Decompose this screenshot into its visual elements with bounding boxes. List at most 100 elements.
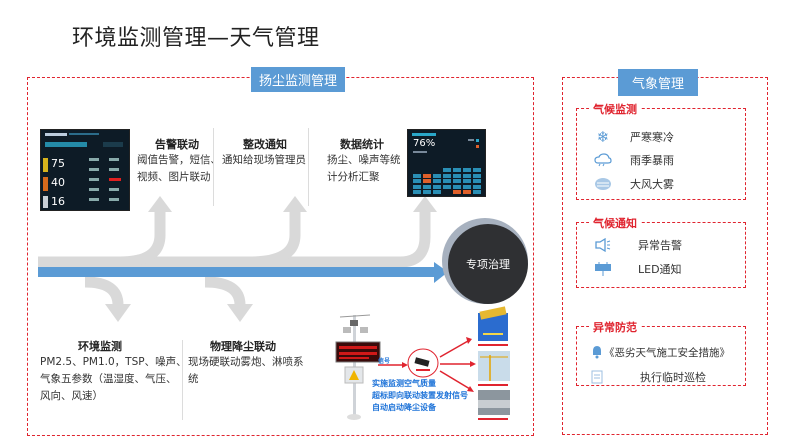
stats-grid-cell	[453, 168, 461, 172]
stats-grid-cell	[453, 179, 461, 183]
stats-grid-cell	[423, 184, 431, 189]
checklist-icon	[590, 368, 604, 386]
monitor-value-noise: 16	[51, 195, 65, 208]
led-board-icon	[592, 260, 614, 278]
stats-grid-cell	[473, 184, 481, 189]
arrow-up-stats	[413, 196, 437, 212]
weather-management-tab: 气象管理	[618, 69, 699, 96]
feature-env-monitor-desc-line: 风向、风速）	[40, 390, 103, 402]
safety-measures-link[interactable]: 《恶劣天气施工安全措施》	[604, 346, 730, 359]
stats-grid-cell	[413, 179, 421, 183]
stats-grid-cell	[463, 179, 471, 183]
stats-grid	[413, 168, 483, 196]
device-caption-3: 自动启动降尘设备	[372, 403, 436, 412]
feature-alarm-desc-line: 视频、图片联动	[137, 171, 211, 183]
stats-grid-cell	[413, 190, 421, 194]
weather-item-label: 雨季暴雨	[630, 154, 674, 167]
stats-grid-cell	[463, 173, 471, 178]
blue-main-arrow-shaft	[38, 267, 436, 277]
snowflake-icon: ❄	[596, 128, 610, 146]
feature-physical-dust-desc-line: 现场硬联动雾炮、淋喷系	[188, 356, 304, 368]
stats-grid-cell	[423, 179, 431, 183]
feature-stats-desc-line: 计分析汇聚	[327, 171, 380, 183]
stats-grid-cell	[473, 168, 481, 172]
separator	[213, 128, 214, 206]
stats-grid-cell	[453, 173, 461, 178]
stats-grid-cell	[443, 168, 451, 172]
abnormal-prevention-section	[576, 326, 746, 386]
weather-item-safety-measures[interactable]: 《恶劣天气施工安全措施》	[590, 343, 730, 361]
stats-grid-cell	[443, 173, 451, 178]
stats-grid-cell	[463, 184, 471, 189]
page-title: 环境监测管理—天气管理	[72, 26, 320, 51]
stats-grid-cell	[433, 173, 441, 178]
feature-stats-desc: 扬尘、噪声等统 计分析汇聚	[327, 152, 401, 186]
climate-monitoring-section	[576, 108, 746, 200]
climate-monitoring-title: 气候监测	[589, 101, 641, 117]
stats-grid-cell	[423, 190, 431, 194]
weather-item-cold: ❄ 严寒寒冷	[592, 128, 674, 146]
device-caption-1: 实施监测空气质量	[372, 379, 436, 388]
feature-rectify-title: 整改通知	[243, 138, 287, 151]
branch-rectify	[249, 212, 301, 268]
monitor-value-pm10: 40	[51, 176, 65, 189]
device-caption-2: 超标即向联动装置发射信号	[372, 391, 468, 400]
feature-rectify-desc-line: 通知给现场管理员	[222, 154, 306, 166]
feature-alarm-title: 告警联动	[155, 138, 199, 151]
weather-item-label: 异常告警	[638, 239, 682, 252]
stats-percent: 76%	[413, 138, 436, 149]
abnormal-prevention-title: 异常防范	[589, 319, 641, 335]
weather-item-led: LED通知	[592, 260, 682, 278]
gray-main-line	[38, 212, 431, 268]
arrow-down-physical	[227, 304, 253, 322]
device-linkage-diagram	[335, 306, 510, 420]
branch-physical	[204, 276, 246, 306]
stats-grid-cell	[413, 184, 421, 189]
branch-env	[84, 276, 124, 306]
separator	[182, 340, 183, 420]
weather-item-inspection: 执行临时巡检	[590, 368, 706, 386]
weather-item-rain: 雨季暴雨	[592, 151, 674, 169]
special-governance-node: 专项治理	[448, 224, 528, 304]
separator	[308, 128, 309, 206]
feature-rectify-desc: 通知给现场管理员	[222, 152, 306, 169]
stats-grid-cell	[443, 179, 451, 183]
stats-grid-cell	[413, 173, 421, 178]
stats-grid-cell	[433, 190, 441, 194]
dust-management-tab: 扬尘监测管理	[251, 67, 346, 92]
fog-icon	[592, 175, 614, 193]
branch-alarm	[119, 212, 166, 268]
feature-physical-dust-title: 物理降尘联动	[210, 340, 276, 353]
weather-item-label: 严寒寒冷	[630, 131, 674, 144]
rain-cloud-icon	[592, 151, 614, 169]
feature-alarm-desc-line: 阈值告警，短信、	[137, 154, 221, 166]
weather-item-alarm: 异常告警	[592, 236, 682, 254]
stats-grid-cell	[423, 173, 431, 178]
arrow-up-alarm	[148, 196, 172, 212]
weather-item-label: 大风大雾	[630, 178, 674, 191]
statistics-screen: 76%	[407, 129, 486, 197]
feature-physical-dust-desc: 现场硬联动雾炮、淋喷系 统	[188, 354, 304, 388]
feature-env-monitor-title: 环境监测	[78, 340, 122, 353]
weather-item-wind-fog: 大风大雾	[592, 175, 674, 193]
stats-grid-cell	[433, 179, 441, 183]
monitor-value-pm25: 75	[51, 157, 65, 170]
speaker-icon	[592, 236, 614, 254]
signal-label: 信号	[378, 358, 391, 365]
feature-env-monitor-desc: PM2.5、PM1.0，TSP、噪声、 气象五参数（温湿度、气压、 风向、风速）	[40, 354, 187, 405]
climate-notification-title: 气候通知	[589, 215, 641, 231]
climate-notification-section	[576, 222, 746, 288]
stats-grid-cell	[463, 190, 471, 194]
feature-env-monitor-desc-line: PM2.5、PM1.0，TSP、噪声、	[40, 356, 187, 368]
feature-physical-dust-desc-line: 统	[188, 373, 199, 385]
feature-alarm-desc: 阈值告警，短信、 视频、图片联动	[137, 152, 221, 186]
feature-stats-desc-line: 扬尘、噪声等统	[327, 154, 401, 166]
arrow-up-rectify	[283, 196, 307, 212]
stats-grid-cell	[433, 184, 441, 189]
stats-grid-cell	[473, 173, 481, 178]
feature-stats-title: 数据统计	[340, 138, 384, 151]
stats-grid-cell	[453, 190, 461, 194]
environment-monitor-screen: 75 40 16	[40, 129, 130, 211]
blue-main-arrow-head	[434, 262, 448, 283]
bell-icon	[590, 343, 604, 361]
